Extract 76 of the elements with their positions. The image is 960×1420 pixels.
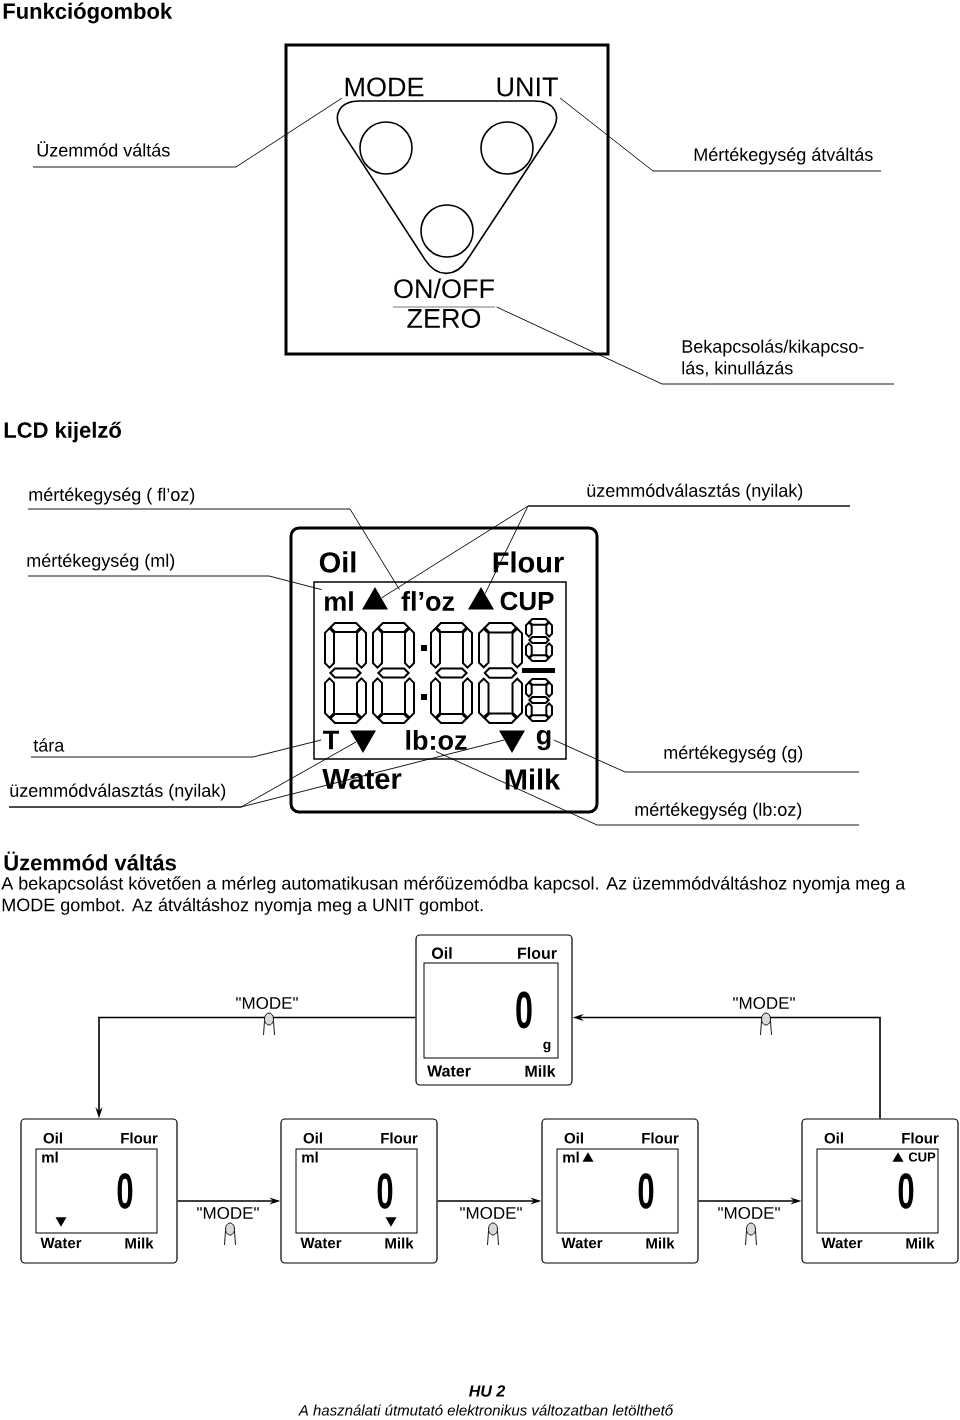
lcd-label: Water bbox=[300, 1237, 342, 1249]
lcd-label: g bbox=[536, 729, 551, 751]
edge-label: "MODE" bbox=[458, 1205, 524, 1221]
triangle-mark bbox=[350, 730, 376, 753]
lcd-label: Water bbox=[40, 1237, 82, 1249]
page-title: Funkciógombok bbox=[3, 2, 173, 24]
lcd-label: T bbox=[323, 730, 339, 750]
button-label: UNIT bbox=[497, 77, 558, 97]
callout-text: üzemmódválasztás (nyilak) bbox=[587, 483, 803, 501]
section-heading: LCD kijelző bbox=[4, 421, 121, 443]
callout-text: üzemmódválasztás (nyilak) bbox=[10, 783, 226, 801]
edge-label: "MODE" bbox=[195, 1205, 261, 1221]
callout-text: tára bbox=[33, 738, 65, 752]
page-number: HU 2 bbox=[469, 1385, 506, 1397]
triangle-mark bbox=[499, 730, 525, 753]
leader-line bbox=[30, 739, 322, 758]
lcd-label: Flour bbox=[121, 1132, 158, 1144]
leader-line bbox=[553, 739, 860, 773]
lcd-label: ml bbox=[563, 1151, 579, 1163]
lcd-label: fl’oz bbox=[401, 591, 455, 611]
lcd-label: ml bbox=[42, 1151, 58, 1163]
leader-line bbox=[27, 575, 323, 591]
lcd-label: CUP bbox=[908, 1152, 936, 1162]
section-heading: Üzemmód váltás bbox=[4, 851, 176, 871]
callout-text: Mértékegység átváltás bbox=[694, 147, 873, 165]
lcd-label: Milk bbox=[646, 1237, 675, 1249]
triangle-mark bbox=[468, 587, 494, 610]
lcd-label: Milk bbox=[505, 768, 561, 790]
callout-text: mértékegység ( fl’oz) bbox=[29, 487, 195, 505]
lcd-label: g bbox=[543, 1041, 551, 1053]
lcd-label: Water bbox=[821, 1237, 863, 1249]
lcd-label: Oil bbox=[303, 1132, 322, 1144]
lcd-digit: 0 bbox=[638, 1173, 654, 1209]
lcd-label: lb:oz bbox=[406, 730, 467, 750]
triangle-mark bbox=[362, 587, 388, 610]
lcd-label: Milk bbox=[906, 1237, 935, 1249]
lcd-label: Milk bbox=[525, 1065, 556, 1077]
lcd-label: Oil bbox=[564, 1132, 583, 1144]
lcd-label: Oil bbox=[824, 1132, 843, 1144]
lcd-label: CUP bbox=[500, 591, 554, 611]
leader-line bbox=[496, 306, 895, 385]
leader-line bbox=[8, 739, 505, 808]
lcd-label: Oil bbox=[319, 551, 356, 573]
button-label: ON/OFF ZERO bbox=[392, 278, 496, 328]
leader-line bbox=[435, 751, 860, 826]
lcd-label: Flour bbox=[518, 947, 557, 959]
lcd-digit: 0 bbox=[516, 991, 532, 1029]
callout-text: mértékegység (g) bbox=[664, 745, 803, 763]
leader-line bbox=[559, 97, 882, 172]
lcd-label: Oil bbox=[43, 1132, 62, 1144]
lcd-label: Flour bbox=[381, 1132, 418, 1144]
leader-line bbox=[484, 505, 851, 595]
lcd-label: ml bbox=[302, 1151, 318, 1163]
lcd-label: ml bbox=[325, 591, 353, 611]
lcd-label: Milk bbox=[125, 1237, 154, 1249]
callout-text: mértékegység (ml) bbox=[27, 553, 175, 571]
callout-text: Üzemmód váltás bbox=[37, 141, 170, 157]
button-label: MODE bbox=[345, 77, 424, 97]
lcd-label: Water bbox=[427, 1065, 471, 1077]
lcd-digit: 0 bbox=[898, 1173, 914, 1209]
lcd-digit: 0 bbox=[117, 1173, 133, 1209]
lcd-digit: 0 bbox=[377, 1173, 393, 1209]
footer-note: A használati útmutató elektronikus változatban letölthető bbox=[298, 1404, 674, 1416]
lcd-label: Flour bbox=[902, 1132, 939, 1144]
leader-line bbox=[27, 508, 400, 590]
lcd-label: Water bbox=[561, 1237, 603, 1249]
lcd-label: Oil bbox=[432, 947, 452, 959]
lcd-label: Milk bbox=[385, 1237, 414, 1249]
edge-label: "MODE" bbox=[234, 995, 300, 1011]
callout-text: Bekapcsolás/kikapcso- lás, kinullázás bbox=[682, 339, 864, 377]
lcd-label: Flour bbox=[642, 1132, 679, 1144]
paragraph: A bekapcsolást követően a mérleg automatikusan mérőüzemódba kapcsol. Az üzemmódváltáshoz nyomja meg a MODE gombot. Az átváltáshoz nyomja meg a UNIT gombot. bbox=[1, 876, 906, 915]
edge-label: "MODE" bbox=[716, 1205, 782, 1221]
callout-text: mértékegység (lb:oz) bbox=[635, 802, 802, 820]
leader-line bbox=[32, 97, 343, 168]
edge-label: "MODE" bbox=[731, 995, 797, 1011]
